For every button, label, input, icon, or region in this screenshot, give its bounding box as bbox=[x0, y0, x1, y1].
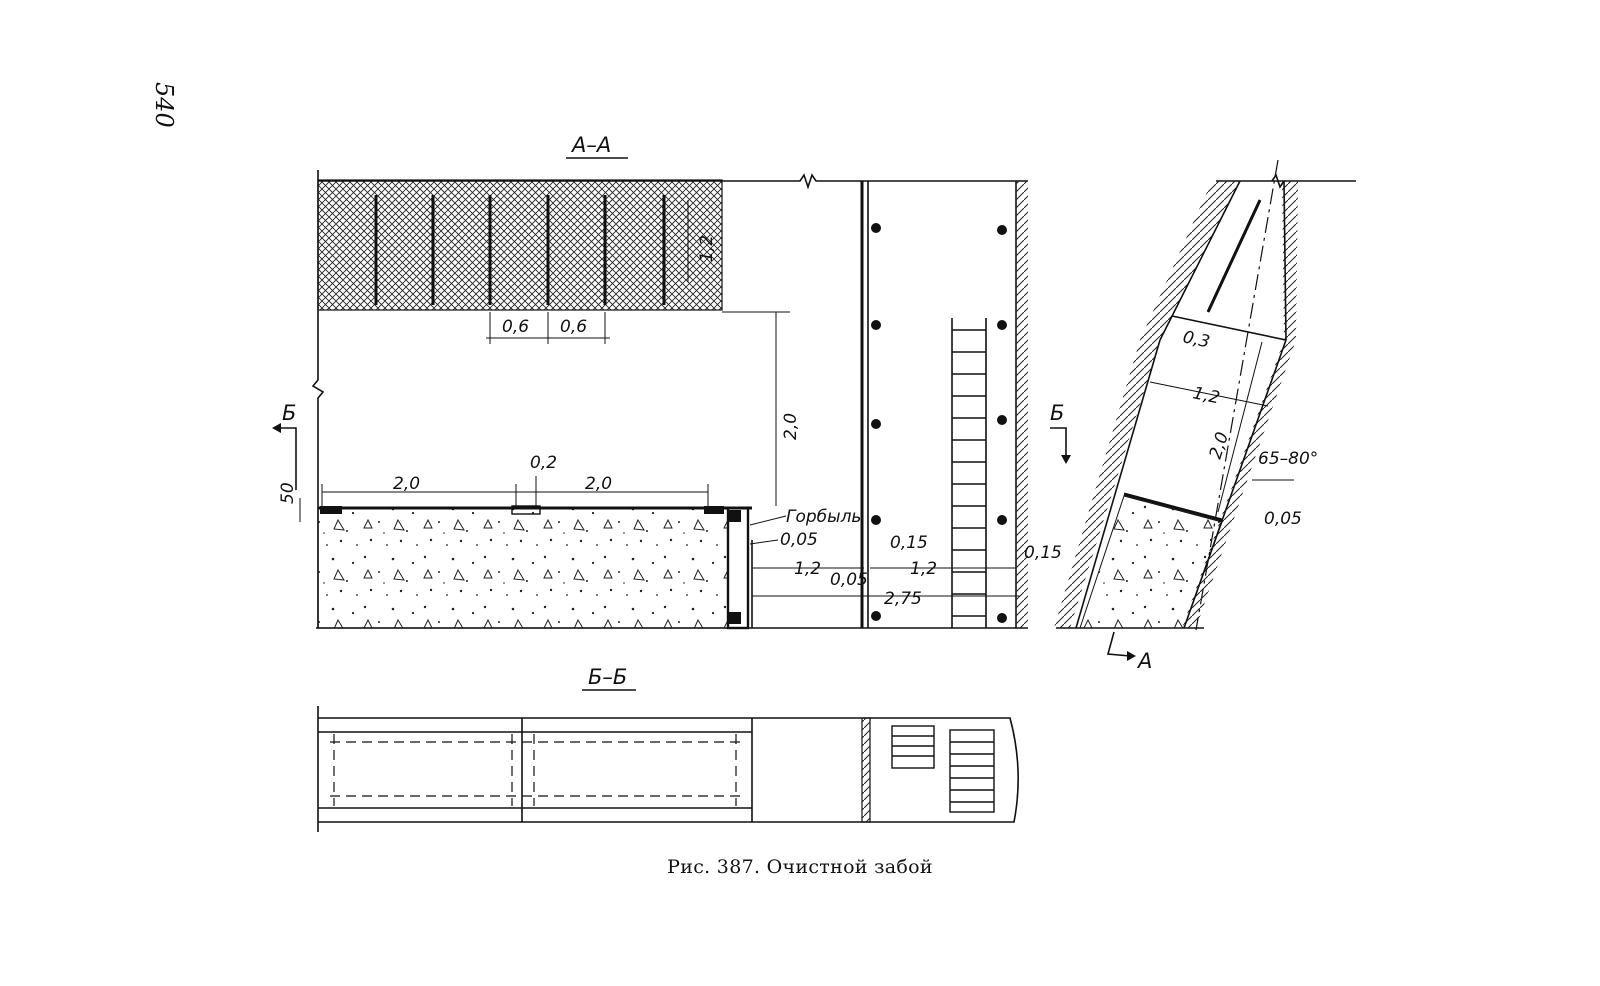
dim-total: 2,75 bbox=[884, 589, 922, 609]
dim-angle: 65–80° bbox=[1258, 449, 1318, 469]
ladder bbox=[951, 318, 987, 628]
cut-line-b-right bbox=[1050, 427, 1067, 460]
dim-gap-015-a: 0,15 bbox=[890, 533, 928, 553]
dim-gap: 0,2 bbox=[530, 453, 557, 473]
dim-side-50: 50 bbox=[278, 482, 298, 504]
ladder-plan-2 bbox=[949, 729, 995, 813]
label-board: Горбыль bbox=[786, 507, 861, 527]
blast-holes bbox=[374, 195, 666, 305]
dim-slope-005: 0,05 bbox=[1264, 509, 1302, 529]
dim-span-right: 2,0 bbox=[585, 474, 612, 494]
dim-hole-spacing-1: 0,6 bbox=[502, 317, 529, 337]
roof-line bbox=[318, 173, 1028, 190]
dim-hole-depth: 1,2 bbox=[697, 235, 717, 262]
elevation-aa: 1,2 0,6 0,6 2,0 2,0 0,2 2,0 50 bbox=[272, 170, 1071, 630]
figure-caption: Рис. 387. Очистной забой bbox=[667, 856, 933, 878]
partition-bolts bbox=[871, 223, 1007, 623]
ladder-plan-1 bbox=[891, 725, 935, 769]
cut-line-a bbox=[1106, 631, 1131, 657]
dim-board-gap: 0,05 bbox=[780, 530, 818, 550]
dim-gap-005: 0,05 bbox=[830, 570, 868, 590]
dim-span-left: 2,0 bbox=[393, 474, 420, 494]
dim-hole-spacing-2: 0,6 bbox=[560, 317, 587, 337]
cut-line-b-left bbox=[276, 427, 297, 490]
dim-slope-20: 2,0 bbox=[1206, 430, 1233, 462]
plan-bb bbox=[317, 706, 1019, 832]
cut-b-left-label: Б bbox=[282, 401, 296, 425]
dim-slope-03: 0,3 bbox=[1181, 327, 1212, 352]
inclined-section: 0,3 1,2 2,0 65–80° 0,05 А bbox=[1054, 159, 1356, 673]
backfill bbox=[317, 507, 729, 629]
dim-height: 2,0 bbox=[781, 413, 801, 440]
dim-gap-015-b: 0,15 bbox=[1024, 543, 1062, 563]
cut-a-label: А bbox=[1136, 649, 1152, 673]
cut-b-right-label: Б bbox=[1050, 401, 1064, 425]
dim-chute-width: 1,2 bbox=[794, 559, 821, 579]
dim-ladder-width: 1,2 bbox=[910, 559, 937, 579]
ore-body bbox=[317, 179, 723, 311]
section-bb-title: Б–Б bbox=[588, 665, 627, 689]
left-wall bbox=[311, 170, 325, 628]
section-aa-title: А–А bbox=[570, 133, 611, 157]
dim-slope-12: 1,2 bbox=[1191, 383, 1222, 408]
